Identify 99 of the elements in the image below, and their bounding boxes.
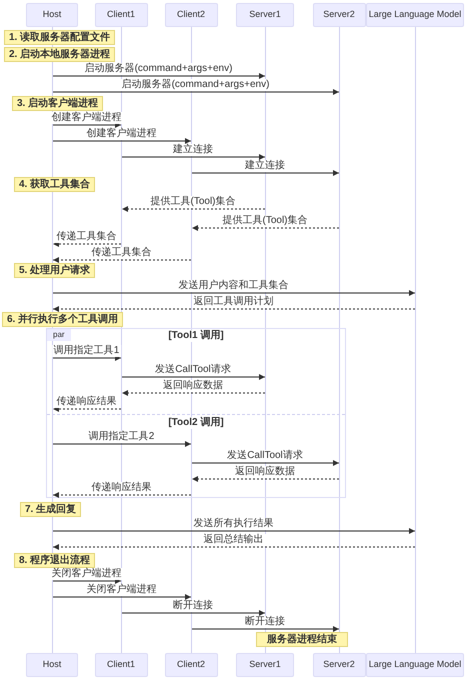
message-arrow bbox=[52, 406, 122, 412]
participant-box bbox=[94, 653, 148, 677]
participant-name: Server1 bbox=[249, 8, 281, 22]
participant-name: Large Language Model bbox=[368, 658, 462, 672]
section-label: [Tool2 调用] bbox=[166, 417, 226, 429]
note-text: 2. 启动本地服务器进程 bbox=[9, 48, 110, 60]
message-label: 调用指定工具2 bbox=[86, 431, 156, 443]
message-arrow bbox=[52, 290, 416, 296]
message-arrow bbox=[122, 374, 266, 380]
participant-name: Client1 bbox=[106, 8, 135, 22]
note-box bbox=[14, 263, 96, 278]
participant-name: Host bbox=[42, 8, 62, 22]
message-arrow bbox=[122, 390, 266, 396]
note-box bbox=[20, 502, 82, 517]
message-label: 传递响应结果 bbox=[90, 482, 154, 494]
note-box bbox=[4, 47, 116, 62]
message-label: 关闭客户端进程 bbox=[50, 568, 124, 580]
frame-tag: par bbox=[47, 329, 71, 341]
note-box bbox=[14, 553, 96, 568]
message-label: 发送用户内容和工具集合 bbox=[176, 280, 290, 292]
message-label: 返回响应数据 bbox=[161, 380, 225, 392]
message-arrow bbox=[122, 154, 266, 160]
note-box bbox=[14, 177, 96, 192]
message-label: 断开连接 bbox=[243, 616, 287, 628]
participant-name: Client2 bbox=[176, 8, 205, 22]
lifeline bbox=[415, 27, 416, 653]
message-arrow bbox=[52, 306, 416, 312]
message-arrow bbox=[52, 492, 192, 498]
message-label: 传递工具集合 bbox=[54, 231, 118, 243]
message-arrow bbox=[122, 610, 266, 616]
message-label: 传递工具集合 bbox=[90, 247, 154, 259]
note-text: 3. 启动客户端进程 bbox=[17, 98, 98, 110]
participant-box bbox=[366, 3, 464, 27]
message-arrow bbox=[52, 73, 266, 79]
note-text: 4. 获取工具集合 bbox=[19, 178, 90, 190]
message-label: 关闭客户端进程 bbox=[84, 584, 158, 596]
section-label: [Tool1 调用] bbox=[166, 330, 226, 342]
message-arrow bbox=[52, 544, 416, 550]
note-text: 1. 读取服务器配置文件 bbox=[9, 32, 110, 44]
message-label: 建立连接 bbox=[171, 144, 215, 156]
message-arrow bbox=[192, 460, 340, 466]
message-label: 返回响应数据 bbox=[233, 466, 297, 478]
message-label: 启动服务器(command+args+env) bbox=[120, 79, 272, 91]
participant-name: Client1 bbox=[106, 658, 135, 672]
participant-box bbox=[94, 3, 148, 27]
participant-box bbox=[312, 3, 366, 27]
participant-name: Client2 bbox=[176, 658, 205, 672]
message-label: 提供工具(Tool)集合 bbox=[148, 196, 238, 208]
participant-box bbox=[236, 3, 294, 27]
participant-name: Server2 bbox=[323, 658, 355, 672]
message-arrow bbox=[192, 476, 340, 482]
message-label: 断开连接 bbox=[171, 600, 215, 612]
message-arrow bbox=[192, 225, 340, 231]
participant-name: Host bbox=[42, 658, 62, 672]
message-label: 启动服务器(command+args+env) bbox=[82, 63, 234, 75]
note-box bbox=[256, 632, 348, 647]
message-label: 建立连接 bbox=[243, 160, 287, 172]
note-text: 5. 处理用户请求 bbox=[19, 264, 90, 276]
lifeline bbox=[339, 27, 340, 653]
message-label: 传递响应结果 bbox=[54, 396, 118, 408]
participant-name: Server1 bbox=[249, 658, 281, 672]
participant-box bbox=[312, 653, 366, 677]
message-arrow bbox=[52, 241, 122, 247]
participant-box bbox=[26, 653, 78, 677]
participant-box bbox=[236, 653, 294, 677]
participant-box bbox=[366, 653, 464, 677]
message-label: 发送CallTool请求 bbox=[153, 364, 233, 376]
message-label: 返回工具调用计划 bbox=[192, 296, 276, 308]
message-arrow bbox=[52, 257, 192, 263]
note-box bbox=[12, 96, 104, 111]
message-label: 发送CallTool请求 bbox=[225, 450, 305, 462]
message-arrow bbox=[192, 170, 340, 176]
note-text: 8. 程序退出流程 bbox=[19, 554, 90, 566]
message-label: 发送所有执行结果 bbox=[192, 518, 276, 530]
message-arrow bbox=[52, 138, 192, 144]
message-arrow bbox=[52, 355, 122, 361]
message-arrow bbox=[52, 528, 416, 534]
message-arrow bbox=[52, 89, 340, 95]
note-box bbox=[2, 312, 124, 327]
note-text: 服务器进程结束 bbox=[267, 634, 337, 646]
message-label: 创建客户端进程 bbox=[84, 128, 158, 140]
note-text: 7. 生成回复 bbox=[25, 504, 76, 516]
participant-name: Large Language Model bbox=[368, 8, 462, 22]
participant-box bbox=[164, 3, 218, 27]
message-arrow bbox=[52, 122, 122, 128]
message-arrow bbox=[192, 626, 340, 632]
message-arrow bbox=[52, 594, 192, 600]
participant-box bbox=[164, 653, 218, 677]
message-label: 调用指定工具1 bbox=[52, 345, 122, 357]
participant-name: Server2 bbox=[323, 8, 355, 22]
participant-box bbox=[26, 3, 78, 27]
message-label: 返回总结输出 bbox=[202, 534, 266, 546]
note-box bbox=[4, 30, 116, 45]
message-arrow bbox=[52, 578, 122, 584]
message-label: 创建客户端进程 bbox=[50, 112, 124, 124]
message-arrow bbox=[52, 441, 192, 447]
note-text: 6. 并行执行多个工具调用 bbox=[7, 314, 118, 326]
message-label: 提供工具(Tool)集合 bbox=[220, 215, 310, 227]
message-arrow bbox=[122, 206, 266, 212]
